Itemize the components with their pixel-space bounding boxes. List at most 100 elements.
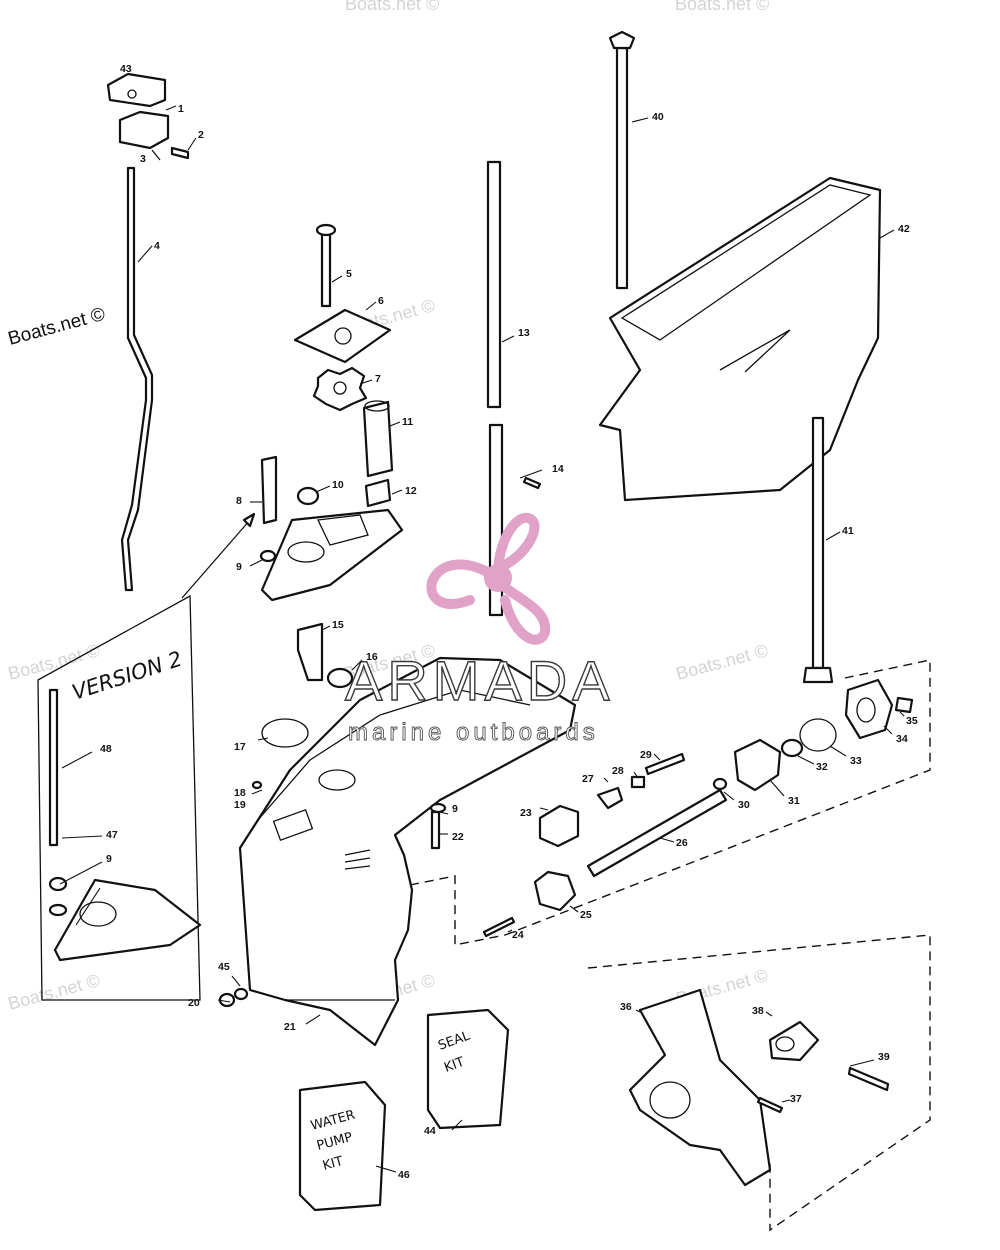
callout-numbers: 43 1 2 3 4 5 6 7 11 10 12 8 9 13 14 40 4… [100, 63, 918, 1181]
bolt-22 [430, 810, 441, 850]
long-bolt-40 [615, 46, 629, 290]
exhaust-housing-assembly [598, 30, 882, 684]
clutch-dog-27 [596, 786, 624, 810]
callout-15: 15 [332, 619, 344, 631]
callout-9-mid: 9 [452, 803, 458, 815]
callout-41: 41 [842, 525, 854, 537]
callout-24: 24 [512, 929, 524, 941]
seal-kit-label-line2: KIT [442, 1055, 466, 1076]
oil-seal-16 [326, 667, 354, 689]
watermark-faint-7: Boats.net © [674, 640, 770, 684]
armada-logo: ARMADA marine outboards [344, 513, 615, 746]
pump-bushing [296, 486, 320, 506]
bearing-carrier-bore [856, 697, 876, 723]
gear-housing-port [272, 808, 314, 842]
kit-boxes: SEAL KIT WATER PUMP KIT [298, 1008, 510, 1212]
version-2-arrow [181, 519, 251, 599]
long-bolt-41 [811, 416, 825, 670]
callout-36: 36 [620, 1001, 632, 1013]
callout-5: 5 [346, 268, 352, 280]
long-bolt-40-head [608, 30, 636, 50]
washer-30 [712, 777, 728, 791]
shear-pin-37 [756, 1096, 784, 1114]
brand-name: ARMADA [345, 649, 615, 712]
propeller-group [587, 934, 931, 1232]
stud-washer [259, 549, 277, 563]
gear-housing-vents [344, 849, 371, 870]
callout-22: 22 [452, 831, 464, 843]
pump-base-plate [260, 508, 404, 602]
callout-23: 23 [520, 807, 532, 819]
callout-9-lower: 9 [106, 853, 112, 865]
callout-2: 2 [198, 129, 204, 141]
pump-impeller [312, 366, 368, 412]
pin-24 [482, 916, 516, 938]
detent-28 [630, 775, 646, 789]
screw-35 [894, 696, 914, 714]
prop-nut-bore [775, 1036, 795, 1052]
washer-45 [233, 987, 249, 1001]
reverse-gear-31 [733, 738, 782, 792]
callout-3: 3 [140, 153, 146, 165]
gear-housing [238, 656, 577, 1047]
logo-blade-top [493, 513, 540, 575]
version-2-pump-base [53, 878, 202, 962]
impeller-hub [333, 381, 347, 395]
pinion-gear [538, 804, 580, 848]
callout-17: 17 [234, 741, 246, 753]
callout-18: 18 [234, 787, 246, 799]
version-2-arrowhead [242, 512, 256, 528]
callout-33: 33 [850, 755, 862, 767]
callout-40: 40 [652, 111, 664, 123]
water-tube [362, 400, 394, 478]
exhaust-housing [598, 176, 882, 502]
callout-4: 4 [154, 240, 160, 252]
connector-pin [151, 149, 161, 161]
logo-blade-left [426, 559, 497, 609]
callout-19: 19 [234, 799, 246, 811]
callout-34: 34 [896, 733, 908, 745]
shift-rod-connector-top-half [106, 72, 167, 108]
callout-37: 37 [790, 1093, 802, 1105]
shift-rod [120, 166, 154, 592]
version-2-card-border [37, 594, 201, 1001]
gear-housing-assembly [218, 622, 577, 1047]
shift-rod-connector-bottom-half [118, 110, 170, 150]
version-2-nut [48, 876, 68, 892]
pump-stud [260, 455, 278, 525]
cotter-pin-39 [847, 1066, 890, 1092]
callout-8: 8 [236, 495, 242, 507]
bolt-22-washer [429, 802, 447, 814]
water-pump-kit-label-line3: KIT [321, 1154, 345, 1174]
callout-47: 47 [106, 829, 118, 841]
callout-13: 13 [518, 327, 530, 339]
callout-35: 35 [906, 715, 918, 727]
callout-20: 20 [188, 997, 200, 1009]
water-tube-end [364, 400, 390, 412]
logo-hub [484, 564, 512, 592]
callout-9-upper: 9 [236, 561, 242, 573]
callout-39: 39 [878, 1051, 890, 1063]
version-2-stud [48, 688, 59, 847]
callout-10: 10 [332, 479, 344, 491]
callout-11: 11 [402, 416, 413, 428]
prop-shaft-dashed-boundary [409, 659, 931, 946]
version-2-washer [48, 903, 68, 917]
drive-shaft-assembly [486, 160, 542, 617]
callout-38: 38 [752, 1005, 764, 1017]
callout-45: 45 [218, 961, 230, 973]
pump-screw-head [315, 223, 337, 237]
propeller-hub [649, 1081, 691, 1119]
plug-20 [218, 992, 236, 1008]
propeller-dashed-boundary [587, 934, 931, 1232]
connector-screw [170, 146, 190, 160]
shift-cam [296, 622, 324, 682]
exhaust-housing-groove [719, 329, 791, 373]
callout-31: 31 [788, 795, 800, 807]
watermark-faint-2: Boats.net © [675, 0, 769, 14]
callout-43: 43 [120, 63, 132, 75]
watermark-main: Boats.net © [6, 304, 108, 350]
watermark-faint-1: Boats.net © [345, 0, 439, 14]
propeller-shaft [586, 788, 728, 878]
callout-12: 12 [405, 485, 417, 497]
